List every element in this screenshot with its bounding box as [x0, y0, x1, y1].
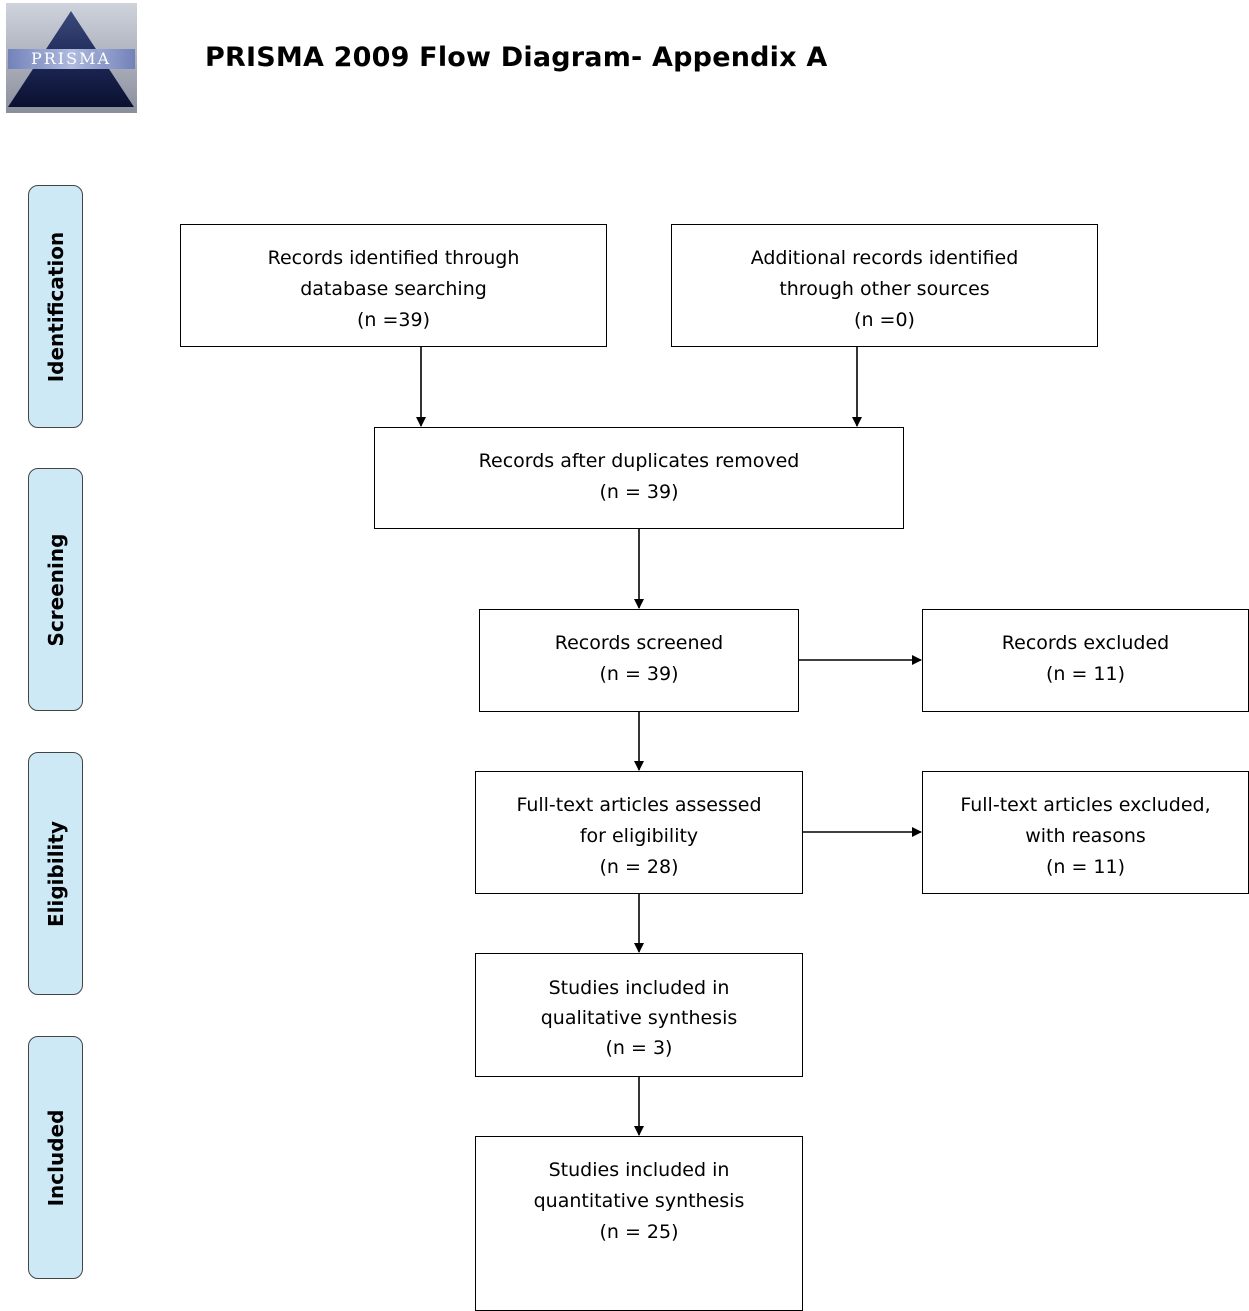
box-qualitative-line1: Studies included in — [548, 977, 730, 999]
box-other-sources: Additional records identified through ot… — [671, 224, 1098, 347]
logo-text: PRISMA — [31, 49, 111, 68]
box-records-screened: Records screened (n = 39) — [479, 609, 799, 712]
box-records-excluded-line1: Records excluded — [1001, 632, 1170, 654]
box-fulltext-excluded: Full-text articles excluded, with reason… — [922, 771, 1249, 894]
phase-eligibility: Eligibility — [28, 752, 83, 995]
box-database-search-line2: database searching — [300, 278, 487, 300]
phase-screening: Screening — [28, 468, 83, 711]
box-other-sources-count: (n =0) — [854, 309, 915, 331]
box-after-duplicates-line1: Records after duplicates removed — [478, 450, 800, 472]
box-qualitative-count: (n = 3) — [605, 1037, 673, 1059]
prisma-logo: PRISMA — [6, 3, 137, 113]
box-other-sources-line1: Additional records identified — [750, 247, 1019, 269]
box-fulltext-assessed: Full-text articles assessed for eligibil… — [475, 771, 803, 894]
box-qualitative-line2: qualitative synthesis — [540, 1007, 738, 1029]
phase-identification: Identification — [28, 185, 83, 428]
box-quantitative-count: (n = 25) — [599, 1221, 679, 1243]
page-title: PRISMA 2009 Flow Diagram- Appendix A — [205, 42, 828, 73]
box-other-sources-line2: through other sources — [779, 278, 990, 300]
box-database-search-line1: Records identified through — [267, 247, 520, 269]
box-fulltext-excluded-line1: Full-text articles excluded, — [960, 794, 1211, 816]
box-quantitative-line2: quantitative synthesis — [533, 1190, 745, 1212]
box-qualitative-synthesis: Studies included in qualitative synthesi… — [475, 953, 803, 1077]
box-records-screened-count: (n = 39) — [599, 663, 679, 685]
box-fulltext-assessed-count: (n = 28) — [599, 856, 679, 878]
box-quantitative-synthesis: Studies included in quantitative synthes… — [475, 1136, 803, 1311]
box-database-search: Records identified through database sear… — [180, 224, 607, 347]
box-quantitative-line1: Studies included in — [548, 1159, 730, 1181]
box-fulltext-assessed-line2: for eligibility — [579, 825, 699, 847]
box-after-duplicates-count: (n = 39) — [599, 481, 679, 503]
box-after-duplicates: Records after duplicates removed (n = 39… — [374, 427, 904, 529]
phase-included: Included — [28, 1036, 83, 1279]
box-fulltext-excluded-count: (n = 11) — [1045, 856, 1126, 878]
box-fulltext-excluded-line2: with reasons — [1025, 825, 1146, 847]
box-records-screened-line1: Records screened — [554, 632, 724, 654]
box-records-excluded: Records excluded (n = 11) — [922, 609, 1249, 712]
box-records-excluded-count: (n = 11) — [1045, 663, 1126, 685]
box-fulltext-assessed-line1: Full-text articles assessed — [516, 794, 762, 816]
box-database-search-count: (n =39) — [356, 309, 430, 331]
